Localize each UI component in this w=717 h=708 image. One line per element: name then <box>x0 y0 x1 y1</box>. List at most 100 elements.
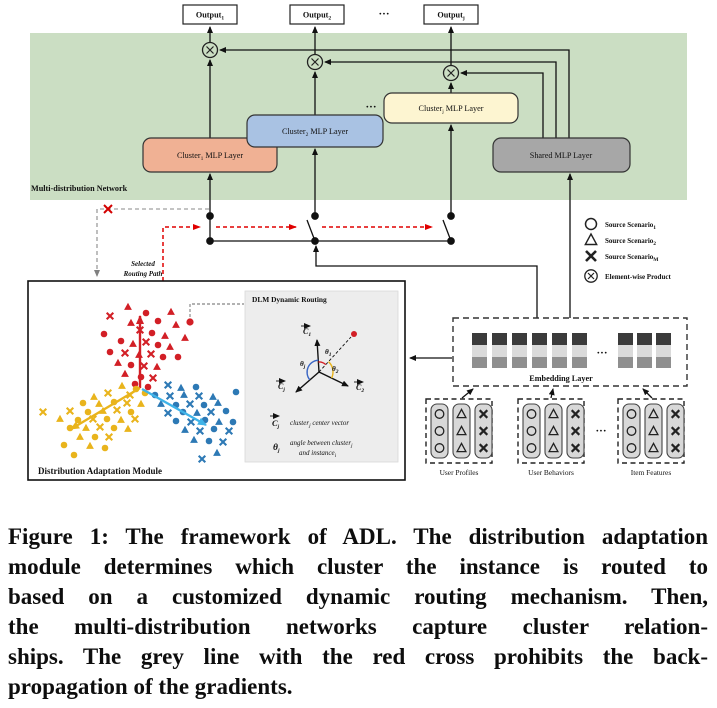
scatter-point <box>70 451 78 459</box>
scatter-point <box>148 373 158 383</box>
scatter-point <box>214 398 222 406</box>
red-cross-icon <box>103 204 113 214</box>
feature-group-label-1: User Profiles <box>440 468 479 477</box>
circle-symbol <box>626 409 637 419</box>
scatter-point <box>38 407 48 417</box>
elementwise-product-node-1 <box>201 41 219 59</box>
scatter-point <box>197 454 207 464</box>
scatter-point <box>105 311 115 321</box>
svg-text:Source Scenario2: Source Scenario2 <box>605 237 656 247</box>
scatter-point <box>172 417 180 425</box>
cluster-yellow <box>38 381 149 459</box>
scatter-point <box>218 437 228 447</box>
embedding-bar-segment <box>472 357 487 368</box>
scatter-point <box>101 444 109 452</box>
caption-line: module determines which cluster the inst… <box>8 554 708 579</box>
svg-text:Outputj: Outputj <box>437 11 464 22</box>
elementwise-product-node-j <box>442 64 460 82</box>
feature-group-label-2: User Behaviors <box>528 468 574 477</box>
scatter-point <box>181 425 189 433</box>
scatter-point <box>91 433 99 441</box>
embedding-bar-segment <box>512 357 527 368</box>
scatter-point <box>206 407 216 417</box>
scatter-point <box>121 369 129 377</box>
scatter-point <box>86 441 94 449</box>
circle-symbol <box>526 443 537 453</box>
caption-line: based on a customized dynamic routing me… <box>8 584 708 609</box>
scatter-point <box>122 398 132 408</box>
clusterj-mlp-box: Clusterj MLP Layer <box>383 92 519 124</box>
instance-point-inset <box>351 331 357 337</box>
scatter-point <box>142 309 150 317</box>
feature-group <box>617 398 685 464</box>
svg-text:Cluster1 MLP Layer: Cluster1 MLP Layer <box>177 151 243 162</box>
svg-text:Output1: Output1 <box>196 11 224 22</box>
feature-pill <box>544 403 563 459</box>
scatter-point <box>95 422 105 432</box>
scatter-point <box>163 380 173 390</box>
routing-path-label: Selected Routing Path <box>123 260 163 278</box>
scatter-point <box>127 361 135 369</box>
circle-symbol <box>626 443 637 453</box>
xmark-symbol <box>670 443 681 453</box>
embedding-bar-segment <box>532 333 547 345</box>
scatter-point <box>117 337 125 345</box>
scatter-point <box>139 361 149 371</box>
scatter-point <box>124 302 132 310</box>
embedding-bar-segment <box>637 345 652 357</box>
svg-text:C2: C2 <box>356 383 364 394</box>
mlp-ellipsis: ··· <box>365 101 376 113</box>
selected-routing-path <box>162 224 433 281</box>
embedding-bar-segment <box>618 357 633 368</box>
svg-text:θj: θj <box>300 360 306 370</box>
xmark-symbol <box>570 409 581 419</box>
scatter-point <box>172 320 180 328</box>
triangle-symbol <box>548 425 559 436</box>
scatter-point <box>144 383 152 391</box>
scatter-point <box>130 414 140 424</box>
scatter-point <box>127 408 135 416</box>
svg-text:Clusterj MLP Layer: Clusterj MLP Layer <box>419 104 484 115</box>
scatter-point <box>205 437 213 445</box>
svg-text:θj: θj <box>273 443 280 454</box>
svg-text:Source ScenarioM: Source ScenarioM <box>605 253 659 263</box>
feature-pill <box>622 403 641 459</box>
xmark-symbol <box>670 426 681 436</box>
outputs-ellipsis: ··· <box>378 8 389 20</box>
scatter-point <box>118 381 126 389</box>
svg-text:Distribution Adaptation Module: Distribution Adaptation Module <box>38 466 162 476</box>
embedding-bar-segment <box>552 345 567 357</box>
embedding-bar-segment <box>656 333 671 345</box>
scatter-point <box>103 415 111 423</box>
scatter-point <box>120 348 130 358</box>
cluster-center-vector <box>70 386 141 431</box>
embedding-bar-segment <box>492 333 507 345</box>
embedding-bar-segment <box>492 357 507 368</box>
instance-connector <box>189 303 244 317</box>
scatter-point <box>112 405 122 415</box>
caption-line: ships. The grey line with the red cross … <box>8 644 708 669</box>
circle-symbol <box>434 426 445 436</box>
xmark-symbol <box>478 443 489 453</box>
scatter-point <box>209 392 217 400</box>
scatter-point <box>163 408 173 418</box>
embedding-bar-segment <box>472 333 487 345</box>
feature-arrows <box>461 388 653 399</box>
scatter-point <box>127 318 135 326</box>
scatter-point <box>106 348 114 356</box>
scatter-point <box>232 388 240 396</box>
svg-text:Source Scenario1: Source Scenario1 <box>605 221 656 231</box>
instance-vector <box>318 336 352 373</box>
scatter-point <box>153 362 161 370</box>
theta-labels: θ1 θ2 θj <box>300 348 339 375</box>
theta1-arc <box>318 361 327 366</box>
features-ellipsis: ··· <box>595 425 606 437</box>
circle-symbol <box>434 409 445 419</box>
embedding-bar-segment <box>572 333 587 345</box>
caption-line: the multi-distribution networks capture … <box>8 614 708 639</box>
dlm-legend: Cj clusterj center vector θj angle betwe… <box>270 413 353 459</box>
svg-text:clusterj center vector: clusterj center vector <box>290 419 349 429</box>
circle-symbol <box>434 443 445 453</box>
embedding-layer: ··· Embedding Layer <box>452 317 688 387</box>
scatter-point <box>190 435 198 443</box>
